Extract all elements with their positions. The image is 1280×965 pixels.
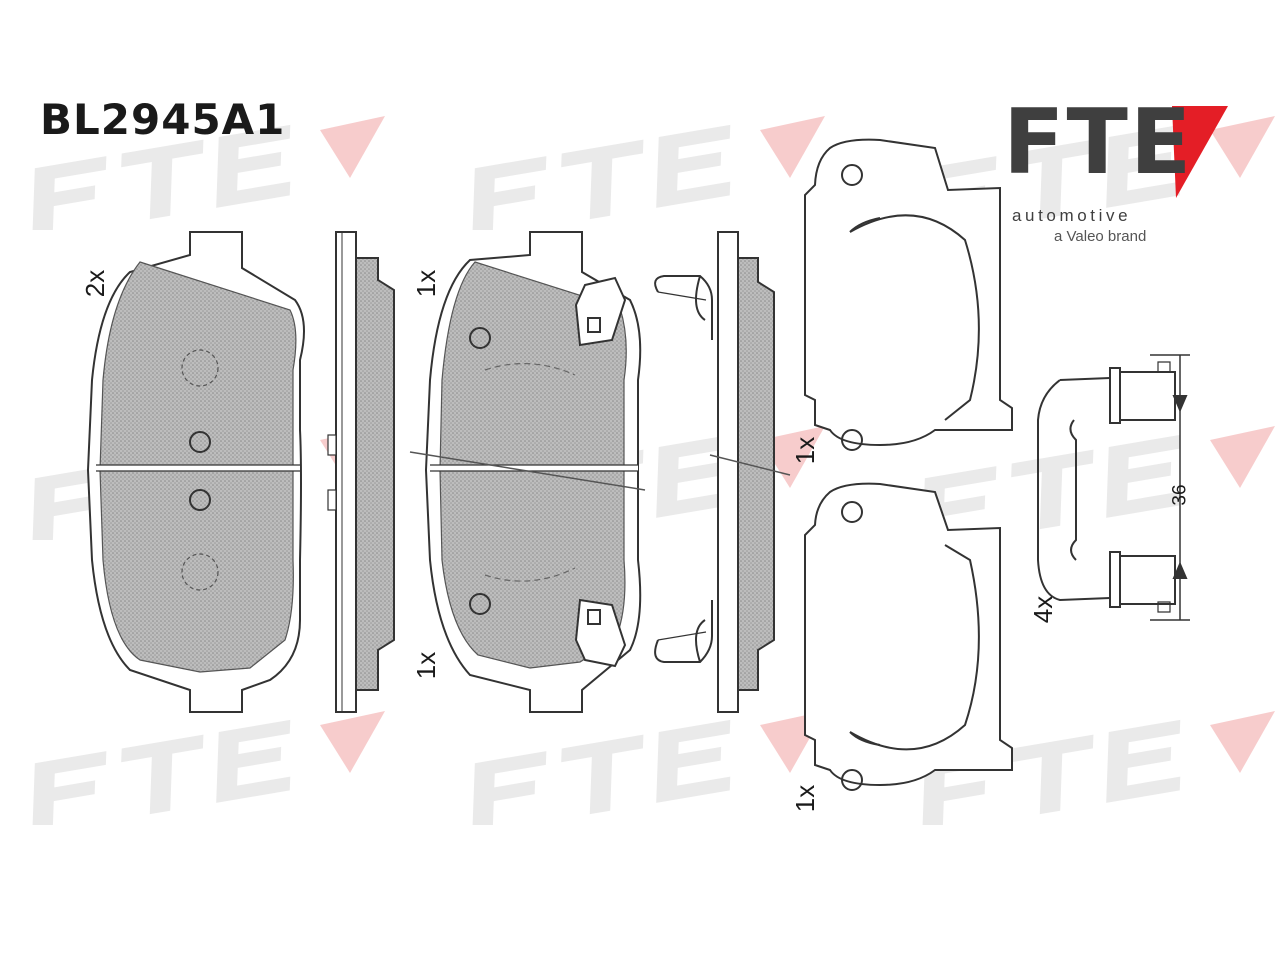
brake-pad-side-view bbox=[327, 231, 395, 713]
brand-tagline: automotive bbox=[1012, 206, 1132, 225]
quantity-pad-pair: 2x bbox=[80, 269, 111, 298]
anti-noise-shim-lower bbox=[804, 482, 1013, 791]
part-number: BL2945A1 bbox=[40, 95, 286, 144]
brand-logo-text: FTE bbox=[1003, 90, 1194, 195]
brand-parent: a Valeo brand bbox=[1054, 228, 1147, 245]
brake-pad-with-clips bbox=[409, 231, 646, 713]
quantity-clip: 4x bbox=[1028, 595, 1059, 624]
brake-pad-front-view bbox=[86, 231, 305, 713]
anti-noise-shim-upper bbox=[804, 138, 1013, 451]
quantity-shim-upper: 1x bbox=[790, 436, 821, 465]
quantity-pad-lower: 1x bbox=[411, 651, 442, 680]
spring-clip-side-view bbox=[654, 231, 791, 713]
pad-retaining-clip bbox=[1037, 354, 1190, 621]
quantity-pad-upper: 1x bbox=[411, 269, 442, 298]
clip-dimension-label: 36 bbox=[1169, 484, 1191, 506]
fte-logo-mark bbox=[1172, 106, 1228, 198]
quantity-shim-lower: 1x bbox=[790, 784, 821, 813]
